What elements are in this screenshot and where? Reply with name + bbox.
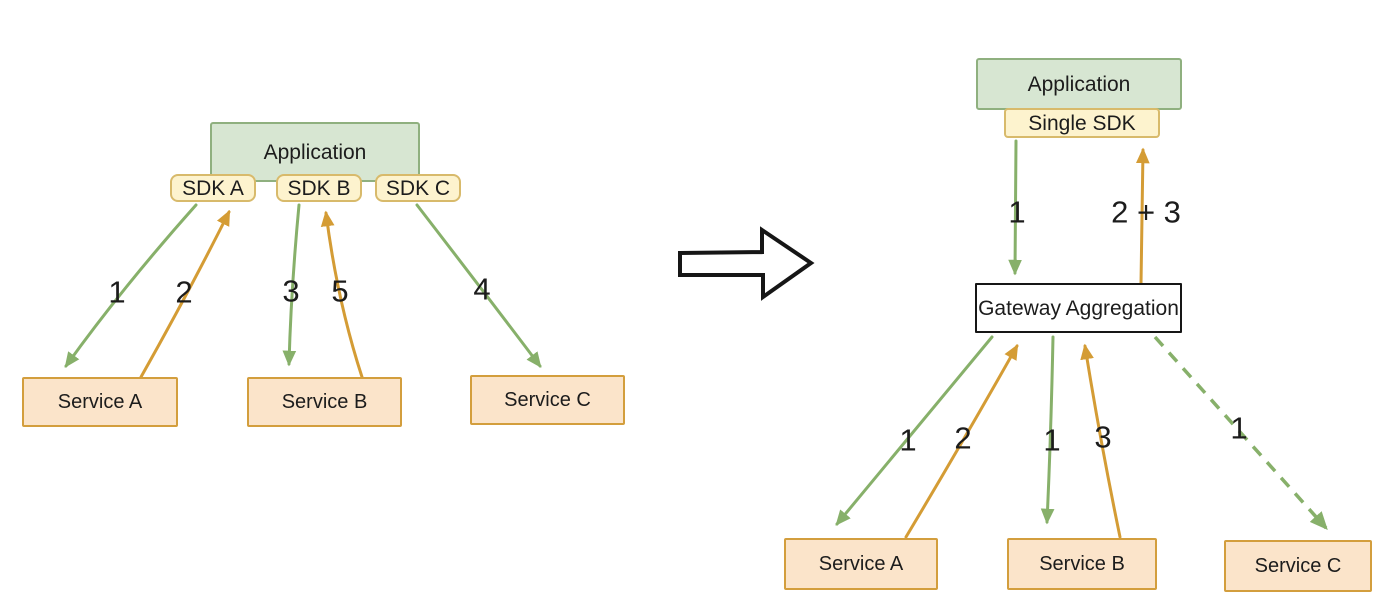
left-sdk-c-label: SDK C	[385, 176, 451, 200]
right-service-b-label: Service B	[1039, 553, 1125, 575]
right-application-label: Application	[1027, 72, 1131, 96]
left-service-b-box: Service B	[247, 377, 402, 427]
right-gateway-label: Gateway Aggregation	[978, 296, 1179, 320]
right-gateway-to-sdk-arrow	[1135, 147, 1150, 286]
left-application-label: Application	[263, 140, 367, 164]
right-single-sdk-label: Single SDK	[1028, 111, 1136, 135]
right-sdk-request-label: 1	[1008, 194, 1026, 230]
left-call-label-1: 1	[108, 274, 126, 310]
right-request-arrow-service-b	[1040, 335, 1055, 525]
right-service-c-label: Service C	[1254, 555, 1342, 577]
right-application-box: Application	[976, 58, 1182, 110]
left-request-arrow-service-c	[415, 203, 542, 368]
right-service-b-box: Service B	[1007, 538, 1157, 590]
right-request-arrow-service-a	[835, 335, 994, 526]
transform-right-arrow	[678, 226, 815, 301]
left-sdk-a-label: SDK A	[182, 176, 244, 200]
right-service-c-box: Service C	[1224, 540, 1372, 592]
left-application-box: Application	[210, 122, 420, 182]
right-service-a-request-label: 1	[899, 422, 917, 458]
left-sdk-b-label: SDK B	[287, 176, 351, 200]
right-response-arrow-service-b	[1080, 343, 1122, 539]
right-service-b-response-label: 3	[1094, 419, 1112, 455]
left-request-arrow-service-b	[282, 203, 301, 367]
left-sdk-b-box: SDK B	[276, 174, 362, 202]
left-call-label-4: 4	[473, 271, 491, 307]
right-service-c-request-label: 1	[1230, 410, 1248, 446]
left-response-arrow-service-b	[320, 210, 364, 379]
left-request-arrow-service-a	[64, 203, 198, 368]
right-response-arrow-service-a	[904, 343, 1019, 539]
right-gateway-box: Gateway Aggregation	[975, 283, 1182, 333]
left-service-a-label: Service A	[57, 391, 143, 413]
left-service-c-box: Service C	[470, 375, 625, 425]
right-service-a-response-label: 2	[954, 420, 972, 456]
left-sdk-a-box: SDK A	[170, 174, 256, 202]
left-response-arrow-service-a	[139, 209, 231, 379]
left-service-c-label: Service C	[504, 389, 591, 411]
left-sdk-c-box: SDK C	[375, 174, 461, 202]
left-call-label-2: 2	[175, 274, 193, 310]
right-service-b-request-label: 1	[1043, 422, 1061, 458]
right-service-a-label: Service A	[818, 553, 904, 575]
right-service-a-box: Service A	[784, 538, 938, 590]
left-call-label-3: 3	[282, 273, 300, 309]
right-sdk-to-gateway-arrow	[1008, 139, 1022, 276]
left-call-label-5: 5	[331, 273, 349, 309]
right-dashed-request-arrow-service-c	[1153, 335, 1328, 531]
left-service-a-box: Service A	[22, 377, 178, 427]
right-single-sdk-box: Single SDK	[1004, 108, 1160, 138]
right-sdk-response-label: 2 + 3	[1111, 194, 1181, 230]
left-service-b-label: Service B	[281, 391, 368, 413]
